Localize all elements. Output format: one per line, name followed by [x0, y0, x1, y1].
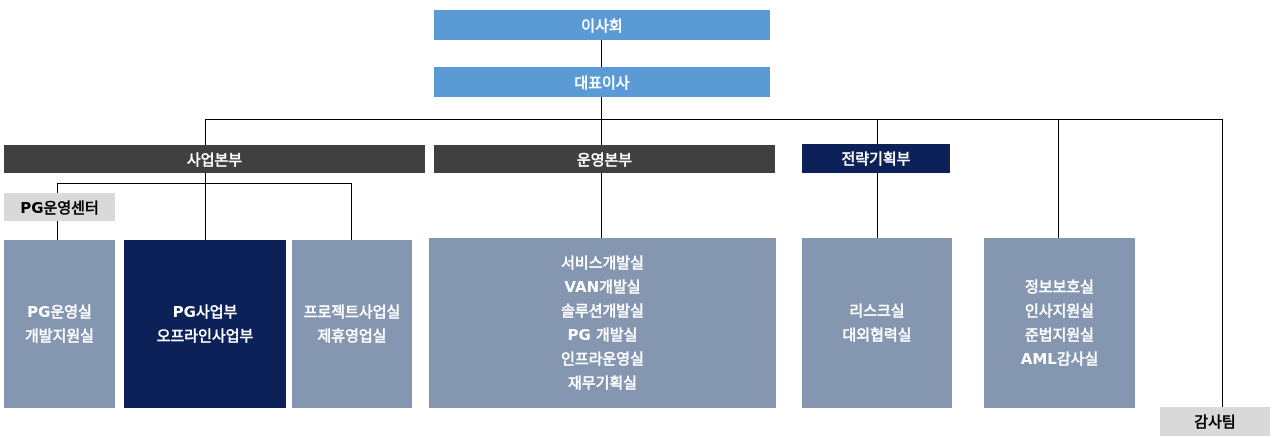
unit-label: PG 개발실	[567, 326, 638, 344]
unit-label: 개발지원실	[24, 327, 94, 345]
connector-to-audit	[1222, 119, 1223, 407]
ceo-box: 대표이사	[434, 67, 770, 97]
audit-team-box: 감사팀	[1160, 407, 1270, 436]
pg-center-tag: PG운영센터	[4, 193, 115, 221]
unit-label: 정보보호실	[1024, 278, 1094, 296]
unit-label: 제휴영업실	[317, 327, 387, 345]
connector-to-pg-center	[57, 183, 58, 193]
connector-strategy-down	[877, 173, 878, 238]
unit-label: PG운영실	[27, 303, 92, 321]
support-units-box: 정보보호실 인사지원실 준법지원실 AML감사실	[984, 238, 1135, 408]
unit-label: 서비스개발실	[561, 254, 644, 272]
connector-to-business	[205, 119, 206, 145]
connector-to-projects	[351, 183, 352, 240]
operations-units-box: 서비스개발실 VAN개발실 솔루션개발실 PG 개발실 인프라운영실 재무기획실	[429, 238, 776, 408]
connector-board-ceo	[601, 40, 602, 67]
connector-business-horizontal	[57, 183, 352, 184]
unit-label: 인사지원실	[1024, 302, 1094, 320]
unit-label: 솔루션개발실	[561, 302, 644, 320]
operations-division-box: 운영본부	[434, 145, 775, 173]
connector-top-horizontal	[205, 119, 1223, 120]
connector-to-operations	[601, 119, 602, 145]
projects-unit-box: 프로젝트사업실 제휴영업실	[292, 240, 412, 408]
pg-ops-unit-box: PG운영실 개발지원실	[4, 240, 115, 408]
connector-pg-center-down	[57, 221, 58, 240]
connector-business-down	[205, 173, 206, 240]
unit-label: 준법지원실	[1024, 326, 1094, 344]
business-division-box: 사업본부	[4, 145, 425, 173]
unit-label: 인프라운영실	[561, 350, 644, 368]
board-box: 이사회	[434, 10, 770, 40]
unit-label: PG사업부	[172, 303, 238, 321]
unit-label: 프로젝트사업실	[303, 303, 401, 321]
unit-label: 대외협력실	[842, 326, 912, 344]
pg-business-unit-box: PG사업부 오프라인사업부	[124, 240, 286, 408]
connector-operations-down	[601, 173, 602, 238]
unit-label: 재무기획실	[567, 374, 637, 392]
unit-label: VAN개발실	[564, 278, 641, 296]
connector-to-support	[1058, 119, 1059, 239]
unit-label: 리스크실	[849, 302, 905, 320]
strategy-units-box: 리스크실 대외협력실	[802, 238, 952, 408]
strategy-division-box: 전략기획부	[802, 144, 950, 173]
unit-label: 오프라인사업부	[156, 327, 254, 345]
connector-ceo-down	[601, 97, 602, 119]
connector-to-strategy	[877, 119, 878, 145]
unit-label: AML감사실	[1020, 350, 1099, 368]
